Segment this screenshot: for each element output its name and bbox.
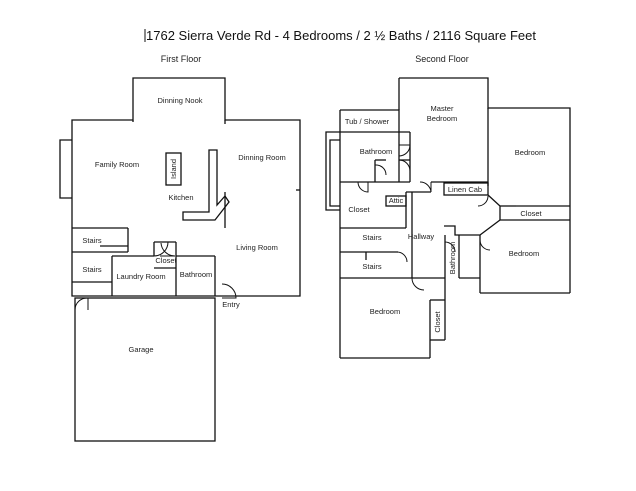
first-floor-doors bbox=[74, 241, 237, 311]
room-bathroom: Bathroom bbox=[180, 270, 213, 279]
first-floor-label: First Floor bbox=[161, 54, 202, 64]
room-entry: Entry bbox=[222, 300, 240, 309]
room-dinning-room: Dinning Room bbox=[238, 153, 286, 162]
room-stairs-upper-2: Stairs bbox=[362, 233, 381, 242]
garage-outline bbox=[74, 297, 216, 442]
room-closet-east: Closet bbox=[520, 209, 542, 218]
room-bathroom-master: Bathroom bbox=[360, 147, 393, 156]
room-island: Island bbox=[169, 159, 178, 179]
room-bedroom-south: Bedroom bbox=[370, 307, 400, 316]
room-bedroom-middle: Bedroom bbox=[509, 249, 539, 258]
room-closet-west: Closet bbox=[348, 205, 370, 214]
second-floor-label: Second Floor bbox=[415, 54, 469, 64]
room-linen-cab: Linen Cab bbox=[448, 185, 482, 194]
first-floor-walls bbox=[59, 77, 301, 297]
room-stairs-lower: Stairs bbox=[82, 265, 101, 274]
plan-title: 1762 Sierra Verde Rd - 4 Bedrooms / 2 ½ … bbox=[146, 28, 536, 43]
room-laundry-room: Laundry Room bbox=[116, 272, 165, 281]
second-floor-doors bbox=[357, 144, 491, 291]
room-closet: Closet bbox=[155, 256, 177, 265]
room-hallway: Hallway bbox=[408, 232, 435, 241]
master-bedroom-line: Bedroom bbox=[427, 114, 457, 123]
room-stairs-upper: Stairs bbox=[82, 236, 101, 245]
second-floor-walls bbox=[325, 77, 571, 359]
room-bedroom-east: Bedroom bbox=[515, 148, 545, 157]
room-attic: Attic bbox=[389, 196, 404, 205]
room-living-room: Living Room bbox=[236, 243, 278, 252]
room-kitchen: Kitchen bbox=[168, 193, 193, 202]
master-bedroom-line: Master bbox=[431, 104, 454, 113]
room-closet-south: Closet bbox=[433, 310, 442, 332]
room-tub-shower: Tub / Shower bbox=[345, 117, 390, 126]
room-dinning-nook: Dinning Nook bbox=[157, 96, 202, 105]
room-garage: Garage bbox=[128, 345, 153, 354]
room-family-room: Family Room bbox=[95, 160, 139, 169]
room-stairs-lower-2: Stairs bbox=[362, 262, 381, 271]
room-bathroom-small: Bathroom bbox=[448, 242, 457, 275]
